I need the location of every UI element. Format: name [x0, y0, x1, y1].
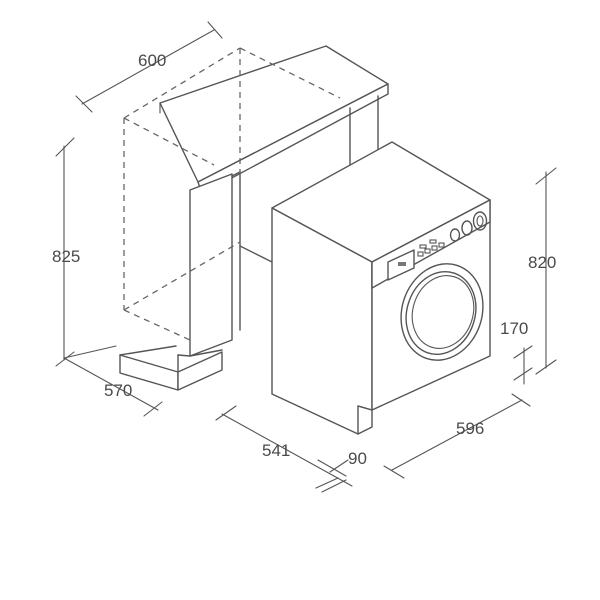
- label-machine-width: 596: [456, 419, 484, 438]
- label-machine-height: 820: [528, 253, 556, 272]
- cabinet-dashed-outline: [123, 47, 341, 341]
- control-buttons: [417, 239, 445, 257]
- dimension-lines: [55, 21, 557, 493]
- label-door-protrusion: 90: [348, 449, 367, 468]
- countertop: [159, 45, 389, 195]
- label-cabinet-depth: 570: [104, 381, 132, 400]
- dimension-labels: 600 825 570 541 90 596 820 170: [52, 51, 556, 468]
- washing-machine: [271, 141, 491, 435]
- program-dials: [449, 211, 488, 242]
- label-cabinet-width: 600: [138, 51, 166, 70]
- label-cabinet-height: 825: [52, 247, 80, 266]
- label-machine-depth: 541: [262, 441, 290, 460]
- cabinet-end-panel: [119, 95, 379, 391]
- label-plinth-height: 170: [500, 319, 528, 338]
- machine-door: [400, 263, 484, 361]
